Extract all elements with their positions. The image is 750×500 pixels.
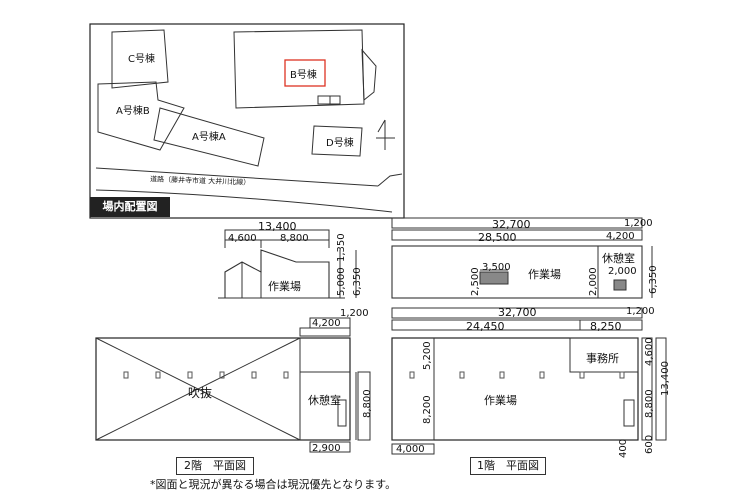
- north-arrow-icon: [376, 119, 395, 150]
- dim-2f-8800: 8,800: [362, 389, 373, 418]
- building-b-highlight: [284, 59, 326, 87]
- dim-1f-400: 400: [618, 438, 629, 458]
- dim-1f-total: 32,700: [498, 306, 537, 319]
- dim-1f-13400: 13,400: [660, 361, 671, 396]
- building-b: [233, 29, 365, 109]
- label-building-a-a: A号棟A: [192, 132, 226, 143]
- floor1-plan: [391, 307, 667, 455]
- label-building-d: D号棟: [326, 138, 354, 149]
- dim-left-1350: 1,350: [336, 233, 347, 262]
- label-elevation-work: 作業場: [268, 280, 301, 293]
- column-markers: [123, 371, 625, 379]
- building-a-a: [153, 107, 265, 167]
- label-building-a-b: A号棟B: [116, 106, 150, 117]
- label-2f-rest: 休憩室: [308, 394, 341, 407]
- building-a-b: [97, 81, 185, 151]
- dim-1f-4600: 4,600: [644, 337, 655, 366]
- dim-1f-8800: 8,800: [644, 389, 655, 418]
- dim-2f-2900: 2,900: [312, 443, 341, 454]
- dim-right-28500: 28,500: [478, 231, 517, 244]
- dim-1f-5200: 5,200: [422, 341, 433, 370]
- dim-left-4600: 4,600: [228, 233, 257, 244]
- dim-left-6350: 6,350: [352, 267, 363, 296]
- dim-right-3500: 3,500: [482, 262, 511, 273]
- shutter-icon: [479, 271, 509, 285]
- label-building-b: B号棟: [290, 70, 317, 81]
- site-plan: [89, 23, 405, 219]
- label-elev-rest: 休憩室: [602, 252, 635, 265]
- site-plan-title: 場内配置図: [90, 197, 170, 217]
- elevation-left: [218, 229, 357, 299]
- dim-1f-extra: 1,200: [626, 306, 655, 317]
- dim-2f-1200: 1,200: [340, 308, 369, 319]
- dim-left-8800: 8,800: [280, 233, 309, 244]
- footnote: *図面と現況が異なる場合は現況優先となります。: [150, 478, 397, 491]
- floor2-title: 2階 平面図: [176, 457, 254, 475]
- label-1f-work: 作業場: [484, 394, 517, 407]
- elevation-right: [391, 217, 653, 299]
- dim-2f-4200: 4,200: [312, 318, 341, 329]
- dim-1f-8200: 8,200: [422, 395, 433, 424]
- dim-right-6350: 6,350: [648, 265, 659, 294]
- dim-1f-4000: 4,000: [396, 444, 425, 455]
- dim-right-4200: 4,200: [606, 231, 635, 242]
- dim-1f-8250: 8,250: [590, 320, 622, 333]
- building-c: [111, 29, 169, 89]
- dim-left-5000: 5,000: [336, 267, 347, 296]
- label-elev-work: 作業場: [528, 268, 561, 281]
- floor2-plan: [95, 317, 371, 453]
- label-office: 事務所: [586, 352, 619, 365]
- label-building-c: C号棟: [128, 54, 155, 65]
- dim-left-total: 13,400: [258, 220, 297, 233]
- dim-1f-600: 600: [644, 434, 655, 454]
- floor1-title: 1階 平面図: [470, 457, 546, 475]
- dim-right-2500: 2,500: [470, 267, 481, 296]
- dim-1f-24450: 24,450: [466, 320, 505, 333]
- building-d: [311, 125, 363, 157]
- label-void: 吹抜: [188, 386, 213, 400]
- dim-right-2000h: 2,000: [588, 267, 599, 296]
- dim-right-extra: 1,200: [624, 218, 653, 229]
- dim-right-2000w: 2,000: [608, 266, 637, 277]
- dim-right-total: 32,700: [492, 218, 531, 231]
